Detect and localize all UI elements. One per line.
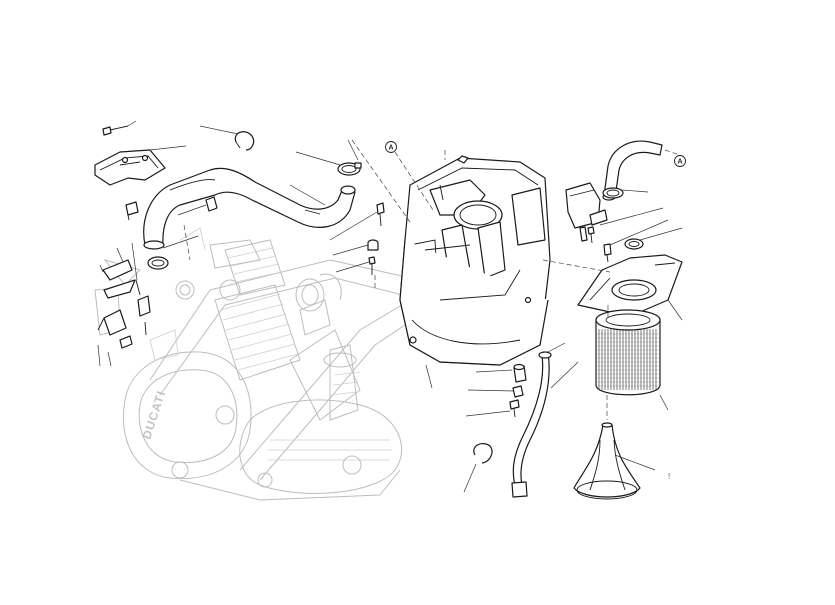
air-filter-part	[595, 309, 661, 396]
hose-clamp-part	[337, 162, 362, 176]
drain-cap-part	[513, 363, 527, 383]
leader-lines	[97, 120, 683, 493]
drain-hose-part	[511, 351, 552, 498]
sensor-part	[603, 243, 612, 263]
svg-text:A: A	[388, 145, 393, 152]
filter-cover-part	[577, 254, 683, 313]
bracket-shield-part	[94, 149, 166, 186]
screw-small-part	[368, 256, 376, 275]
circlip-part	[473, 443, 493, 464]
svg-text:A: A	[677, 159, 682, 166]
filter-cover-clamp-part	[624, 238, 644, 250]
cylinder-fins	[214, 239, 301, 381]
drain-screw-part	[509, 399, 520, 418]
valve-part	[565, 182, 608, 242]
reference-marker-a-left: A	[385, 141, 397, 153]
bolt-part	[376, 202, 385, 227]
assembly-dashed-lines	[183, 139, 681, 420]
filter-pleats	[597, 329, 659, 390]
breather-hose-part	[143, 167, 356, 250]
reference-marker-a-right: A	[674, 155, 686, 167]
valve-screw-part	[587, 226, 595, 244]
upper-hose-clamp-part	[602, 187, 624, 199]
plug-part	[512, 385, 524, 398]
rubber-mount-part	[125, 201, 139, 221]
engine-case-lettering: DUCATI	[140, 389, 169, 441]
spring-clip-part	[234, 131, 255, 151]
filter-funnel-part	[573, 422, 641, 500]
lower-hose-clamp-part	[147, 256, 169, 270]
left-bracket-part	[97, 259, 151, 349]
grommet-part	[367, 239, 379, 251]
trailing-mark: !	[668, 472, 670, 481]
screw-part	[102, 125, 129, 136]
airbox-part	[399, 155, 551, 366]
